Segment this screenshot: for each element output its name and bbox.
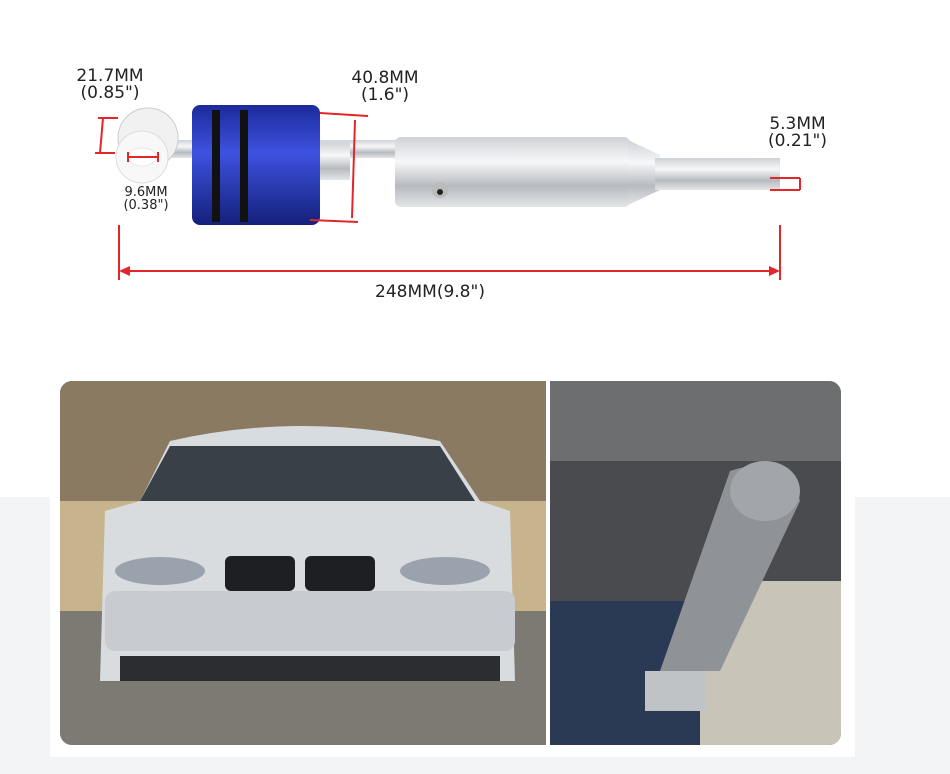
bushing-inch: (0.38") xyxy=(123,198,169,213)
bushing-mm: 9.6MM xyxy=(124,185,168,200)
car-photo xyxy=(60,381,546,745)
bushing-label: 9.6MM (0.38") xyxy=(110,186,182,212)
shifter-body xyxy=(115,105,780,225)
total-length-label: 248MM(9.8") xyxy=(375,282,485,302)
ball-width-label: 21.7MM (0.85") xyxy=(55,68,165,102)
weight-diameter-label: 40.8MM (1.6") xyxy=(330,70,440,104)
dimension-lines xyxy=(95,112,801,280)
ball-width-mm: 21.7MM xyxy=(76,66,144,86)
weight-diameter-mm: 40.8MM xyxy=(351,68,419,88)
tip-width-label: 5.3MM (0.21") xyxy=(750,116,845,150)
weight-diameter-inch: (1.6") xyxy=(360,85,410,105)
installed-shifter-photo xyxy=(550,381,841,745)
shifter-diagram xyxy=(95,105,801,280)
tip-width-inch: (0.21") xyxy=(768,131,827,151)
ball-width-inch: (0.85") xyxy=(80,83,140,103)
tip-width-mm: 5.3MM xyxy=(769,114,826,134)
